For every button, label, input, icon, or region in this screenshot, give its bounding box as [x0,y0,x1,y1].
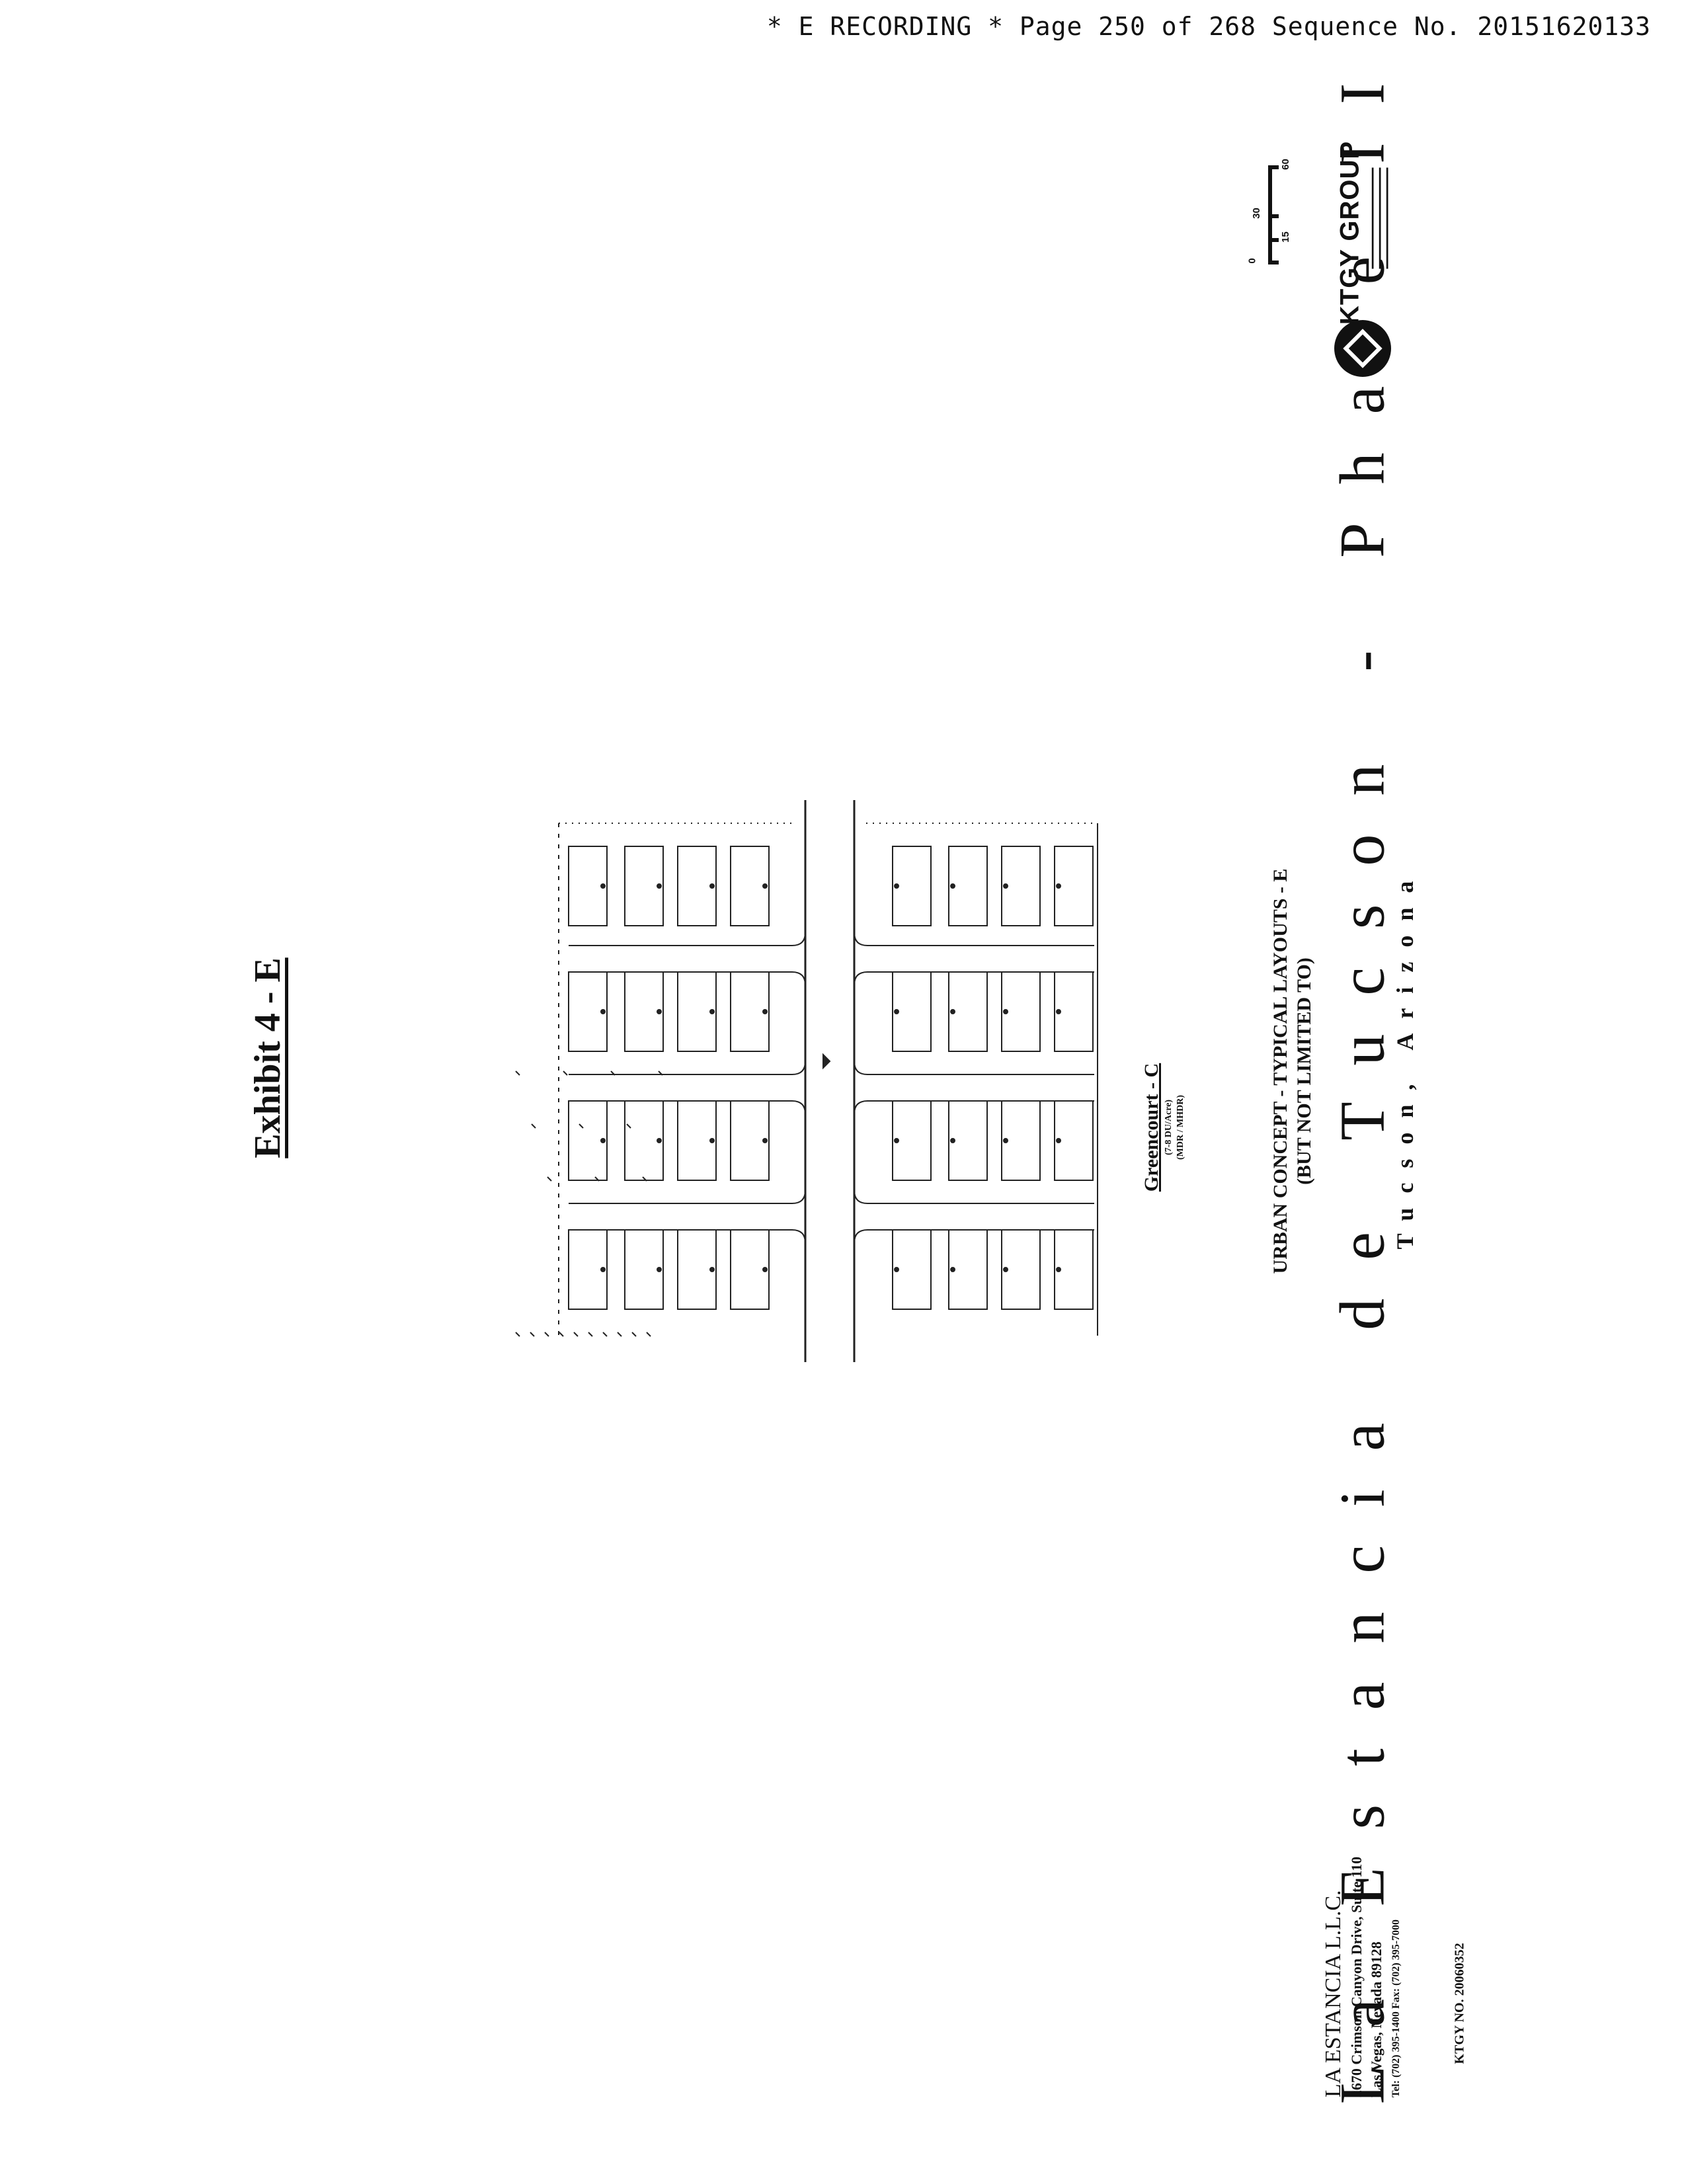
ktgy-number: KTGY NO. 20060352 [1452,1943,1467,2064]
house-footprint [948,846,988,926]
dimension-tick [515,1071,520,1076]
site-plan-label: Greencourt - C (7-8 DU/Acre) (MDR / MHDR… [1141,1063,1187,1192]
client-phone: Tel: (702) 395-1400 Fax: (702) 395-7000 [1390,1919,1402,2098]
house-entry-dot [950,1138,955,1143]
house-entry-dot [709,1267,715,1272]
north-arrow-icon [822,1053,831,1070]
house-entry-dot [950,1267,955,1272]
dimension-tick [559,1332,564,1337]
scale-label-60: 60 [1279,159,1291,170]
court-edge [569,971,806,986]
ktgy-logo-text: KTGY GROUP [1335,140,1365,325]
dimension-tick [547,1176,552,1182]
house-entry-dot [894,883,899,889]
house-entry-dot [762,1267,768,1272]
court-edge [569,1190,806,1204]
scale-label-15: 15 [1279,231,1291,243]
dimension-tick [626,1123,631,1129]
house-entry-dot [1056,1267,1061,1272]
court-edge [854,1190,1094,1204]
house-footprint [1054,846,1094,926]
dimension-tick [588,1332,593,1337]
scale-label-0: 0 [1246,258,1258,264]
house-entry-dot [600,1267,606,1272]
house-footprint [568,846,608,926]
house-entry-dot [600,883,606,889]
concept-title: URBAN CONCEPT - TYPICAL LAYOUTS - E (BUT… [1269,869,1316,1274]
court-edge [854,1100,1094,1115]
house-entry-dot [657,1267,662,1272]
site-plan-zoning: (MDR / MHDR) [1176,1095,1185,1160]
court-edge [854,971,1094,986]
dimension-tick [573,1332,579,1337]
dimension-tick [658,1071,663,1076]
dimension-tick [530,1332,535,1337]
house-entry-dot [1003,883,1008,889]
court-edge [569,1100,806,1115]
house-entry-dot [709,1138,715,1143]
client-address-1: 2670 Crimson Canyon Drive, Suite 110 [1348,1856,1365,2098]
scale-bar: 0 15 30 60 [1246,159,1309,271]
scale-label-30: 30 [1250,208,1262,219]
house-entry-dot [894,1138,899,1143]
court-edge [569,1229,806,1244]
project-location: Tucson, Arizona [1392,866,1418,1250]
recording-header: * E RECORDING * Page 250 of 268 Sequence… [766,12,1651,41]
house-entry-dot [762,1009,768,1014]
house-entry-dot [894,1267,899,1272]
house-entry-dot [657,1138,662,1143]
house-footprint [1001,846,1041,926]
house-entry-dot [709,1009,715,1014]
dimension-tick [563,1071,568,1076]
court-edge [569,1061,806,1075]
dimension-tick [642,1176,647,1182]
dimension-tick [515,1332,520,1337]
house-entry-dot [950,883,955,889]
dimension-tick [602,1332,608,1337]
ktgy-logo-fineprint: ▬▬▬▬▬▬▬▬▬▬▬▬▬▬▬▬▬ ▬▬▬▬▬▬▬▬▬▬▬▬▬▬▬▬▬ ▬▬▬▬… [1368,167,1390,269]
dimension-tick [631,1332,637,1337]
concept-line-1: URBAN CONCEPT - TYPICAL LAYOUTS - E [1269,868,1291,1274]
house-entry-dot [1003,1267,1008,1272]
client-name: LA ESTANCIA L.L.C. [1321,1890,1345,2098]
house-footprint [892,846,932,926]
dimension-tick [646,1332,651,1337]
house-entry-dot [600,1009,606,1014]
house-entry-dot [657,883,662,889]
court-edge [569,932,806,946]
house-entry-dot [1056,1009,1061,1014]
house-entry-dot [1003,1009,1008,1014]
dimension-tick [544,1332,549,1337]
site-plan-name: Greencourt - C [1141,1063,1162,1192]
dimension-tick [531,1123,536,1129]
dimension-tick [594,1176,600,1182]
house-footprint [730,846,770,926]
house-entry-dot [762,883,768,889]
house-entry-dot [762,1138,768,1143]
dimension-tick [617,1332,622,1337]
house-footprint [677,846,717,926]
client-address-2: Las Vegas, Nevada 89128 [1368,1941,1384,2098]
court-edge [854,1229,1094,1244]
house-entry-dot [709,883,715,889]
client-block: LA ESTANCIA L.L.C. 2670 Crimson Canyon D… [1320,1857,1406,2097]
house-entry-dot [657,1009,662,1014]
site-plan-density: (7-8 DU/Acre) [1164,1099,1174,1156]
dimension-tick [579,1123,584,1129]
house-entry-dot [1056,1138,1061,1143]
house-entry-dot [950,1009,955,1014]
ktgy-diamond-logo-icon [1334,320,1391,377]
court-edge [854,932,1094,946]
house-entry-dot [600,1138,606,1143]
dimension-tick [610,1071,616,1076]
court-edge [854,1061,1094,1075]
house-entry-dot [1056,883,1061,889]
house-entry-dot [1003,1138,1008,1143]
house-footprint [624,846,664,926]
house-entry-dot [894,1009,899,1014]
concept-line-2: (BUT NOT LIMITED TO) [1293,957,1315,1185]
